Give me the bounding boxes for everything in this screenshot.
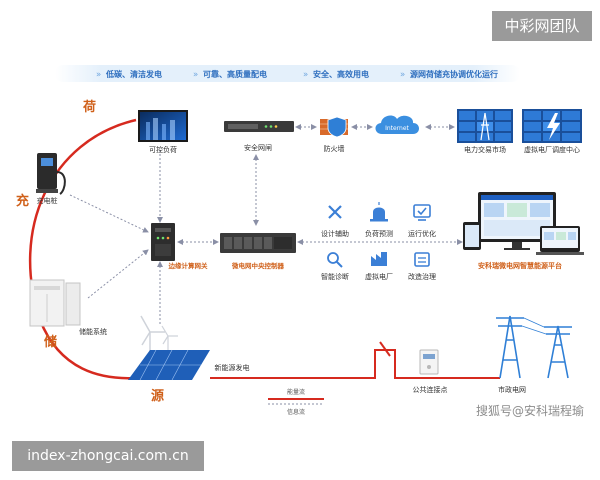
node-label: 充电桩 [37,196,58,205]
legend-info-label: 信息流 [287,408,305,416]
node-label: 可控负荷 [149,145,177,154]
alarm-light-icon [373,207,385,219]
node-label: 边缘计算网关 [168,261,209,270]
legend-energy-label: 能量流 [287,388,305,396]
node-label: 储能系统 [79,327,107,336]
banner-chevron-icon: » [400,70,405,80]
pcc-switch [379,341,391,357]
clipboard-icon [414,252,430,267]
side-label-storage: 储 [43,334,57,350]
factory-icon [371,252,387,266]
meter-icon [419,349,439,375]
side-label-load: 荷 [82,99,96,115]
storage-cabinet-side [65,282,81,326]
internet-node: Internet [375,115,419,134]
pylon-icon [480,112,490,141]
banner-text: 可靠、高质量配电 [203,69,267,79]
banner-item-4: » 源网荷储充协调优化运行 [400,69,498,80]
platform-node: 安科瑞微电网智慧能源平台 [463,192,584,270]
banner-chevron-icon: » [193,70,198,80]
firewall-node: 防火墙 [320,116,348,153]
node-label: 防火墙 [324,144,345,153]
watermark-bottom-left: index-zhongcai.com.cn [12,441,204,471]
node-label: 市政电网 [498,385,526,394]
cloud-label: Internet [385,125,409,132]
magnifier-icon [327,252,339,264]
banner-chevron-icon: » [96,70,101,80]
building-shape [170,120,175,140]
controllable-load-node: 可控负荷 [138,110,188,154]
node-label: 新能源发电 [215,363,250,372]
function-label: 运行优化 [408,229,436,238]
function-virtual-plant: 虚拟电厂 [365,252,393,281]
charging-pile-node: 充电桩 [36,153,66,205]
side-label-charge: 充 [16,193,29,209]
banner-text: 安全、高效用电 [313,69,369,79]
node-label: 安科瑞微电网智慧能源平台 [478,261,562,270]
led-icon [269,125,273,128]
watermark-bottom-right: 搜狐号@安科瑞程瑜 [476,404,585,418]
charger-display [41,158,53,166]
new-energy-node: 新能源发电 [128,315,250,381]
led-icon [274,125,278,128]
function-label: 智能诊断 [321,272,349,281]
pcc-node: 公共连接点 [413,349,448,394]
functions-grid: 设计辅助 负荷预测 运行优化 智能诊断 虚拟电厂 改造治理 [321,202,436,281]
node-label: 安全网闸 [244,143,272,152]
node-label: 虚拟电厂调度中心 [524,145,580,154]
charger-cable [56,171,66,195]
info-line-charger-gateway [69,194,149,233]
vpp-center-node: 虚拟电厂调度中心 [522,109,582,154]
legend: 能量流 信息流 [268,388,324,416]
pylon-icon [544,325,572,379]
banner-item-1: » 低碳、清洁发电 [96,69,162,80]
header-banner: » 低碳、清洁发电 » 可靠、高质量配电 » 安全、高效用电 » 源网荷储充协调… [55,65,520,82]
lightning-icon [547,113,560,140]
security-gateway-node: 安全网闸 [224,121,294,152]
node-label: 公共连接点 [413,385,448,394]
watermark-top-right: 中彩网团队 [492,11,592,41]
banner-background [55,65,520,82]
led-icon [264,125,268,128]
info-flow-lines [69,124,463,325]
pylon-icon [496,315,524,379]
building-shape [153,118,158,140]
building-shape [162,124,166,140]
banner-chevron-icon: » [303,70,308,80]
node-label: 微电网中央控制器 [231,261,285,270]
function-label: 设计辅助 [321,229,349,238]
function-retrofit: 改造治理 [408,252,436,281]
function-load-forecast: 负荷预测 [365,202,393,238]
gateway-device [224,121,294,132]
power-wire [521,317,547,335]
central-controller-node: 微电网中央控制器 [220,233,296,270]
shield-icon [327,116,347,138]
banner-text: 源网荷储充协调优化运行 [410,69,498,79]
design-tools-icon [328,205,342,219]
banner-item-3: » 安全、高效用电 [303,69,369,80]
cloud-icon [375,115,419,134]
power-trading-node: 电力交易市场 [457,109,513,154]
storage-system-node: 储能系统 [29,279,107,336]
function-run-optimize: 运行优化 [408,204,436,238]
banner-text: 低碳、清洁发电 [105,69,162,79]
function-label: 虚拟电厂 [365,272,393,281]
device-panel [228,124,258,129]
banner-item-2: » 可靠、高质量配电 [193,69,267,80]
wind-turbine-blades-icon [140,315,165,346]
function-design-assist: 设计辅助 [321,205,349,238]
energy-flow-line [210,349,500,379]
function-label: 改造治理 [408,272,436,281]
function-label: 负荷预测 [365,229,393,238]
building-shape [146,122,150,140]
side-label-source: 源 [151,388,164,404]
function-smart-diagnosis: 智能诊断 [321,252,349,281]
utility-grid-node: 市政电网 [496,315,572,394]
monitor-check-icon [413,204,431,218]
edge-gateway-node: 边缘计算网关 [151,223,208,270]
node-label: 电力交易市场 [464,145,506,154]
info-line-storage-gateway [87,249,149,299]
